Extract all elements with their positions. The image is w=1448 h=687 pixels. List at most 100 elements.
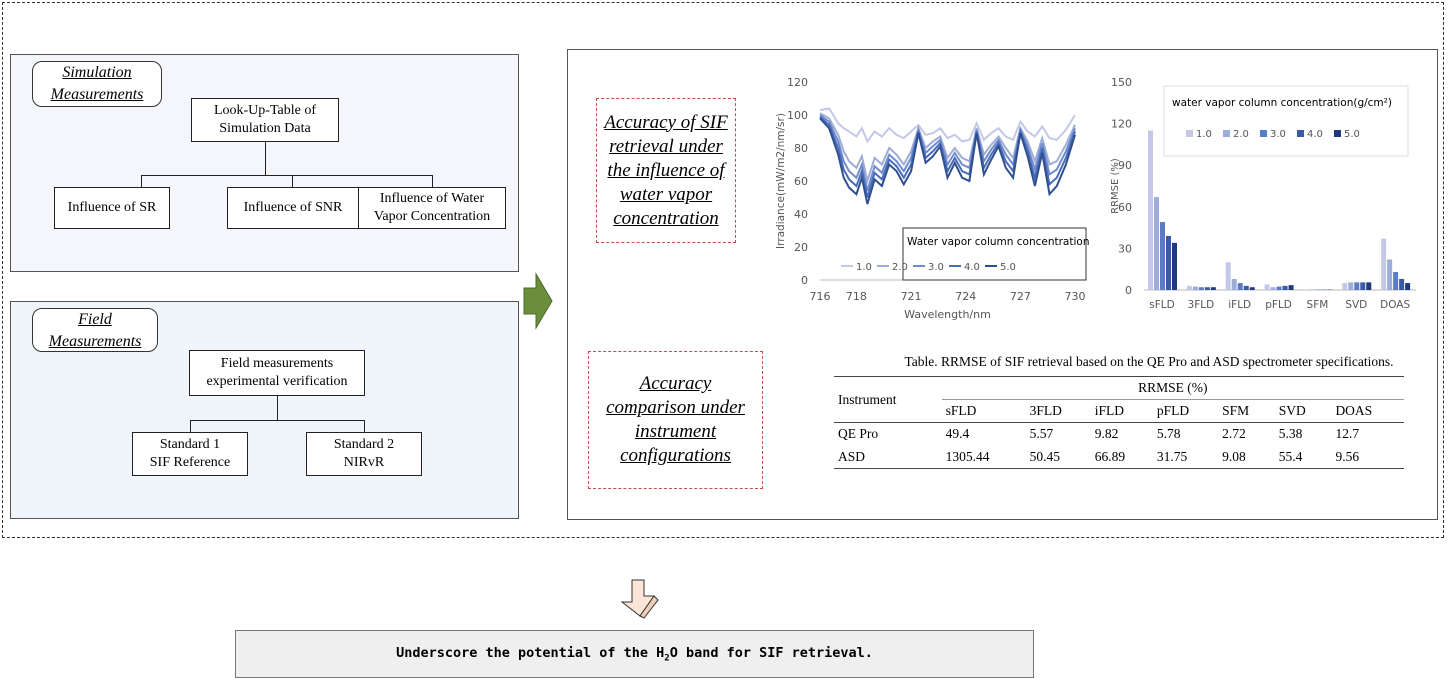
y-tick-label: 100 [787, 109, 808, 122]
legend-box [902, 227, 1087, 281]
legend-swatch [1260, 130, 1267, 137]
y-tick-label: 120 [787, 76, 808, 89]
bar-DOAS-2.0 [1387, 259, 1393, 290]
column-header: SVD [1274, 399, 1332, 423]
table-cell: 9.56 [1331, 445, 1404, 469]
x-tick-label: SVD [1345, 299, 1367, 311]
right-arrow-icon [523, 272, 553, 330]
table-cell: 31.75 [1152, 445, 1219, 469]
influence-snr-box: Influence of SNR [227, 187, 359, 229]
column-header: sFLD [941, 399, 1026, 423]
legend-label: 2.0 [1233, 129, 1249, 140]
table-cell: 9.82 [1094, 426, 1119, 442]
connector [190, 420, 365, 421]
bar-3FLD-3.0 [1198, 287, 1204, 290]
row-label: ASD [834, 445, 942, 469]
label-instrument-accuracy: Accuracy comparison under instrument con… [588, 351, 763, 489]
column-header: SFM [1218, 399, 1275, 423]
y-axis-label: RRMSE (%) [1110, 158, 1121, 214]
connector [364, 420, 365, 432]
legend-label: 1.0 [1196, 129, 1212, 140]
series-line-4.0 [819, 115, 1076, 198]
legend-label: 3.0 [1270, 129, 1286, 140]
x-tick-label: 730 [1065, 290, 1086, 303]
series-line-2.0 [819, 112, 1076, 185]
bar-sFLD-1.0 [1148, 130, 1153, 290]
bar-3FLD-5.0 [1210, 287, 1216, 290]
row-label: QE Pro [838, 426, 879, 442]
group-header: RRMSE (%) [941, 376, 1404, 400]
y-tick-label: 40 [794, 208, 808, 221]
legend-label: 3.0 [928, 262, 944, 273]
y-tick-label: 0 [1125, 284, 1132, 297]
bar-pFLD-2.0 [1270, 287, 1276, 290]
bar-SVD-2.0 [1348, 282, 1354, 290]
legend-title: Water vapor column concentration(g/cm²) [907, 236, 1090, 248]
y-tick-label: 60 [1118, 201, 1132, 214]
legend-swatch [1297, 130, 1304, 137]
bar-sFLD-2.0 [1154, 197, 1159, 290]
bar-3FLD-2.0 [1192, 286, 1198, 290]
y-tick-label: 80 [794, 142, 808, 155]
bar-DOAS-1.0 [1381, 238, 1387, 290]
series-line-1.0 [819, 107, 1076, 144]
simulation-panel: Simulation Measurements Look-Up-Table of… [10, 54, 519, 272]
field-tag: Field Measurements [32, 308, 158, 352]
bar-iFLD-2.0 [1231, 278, 1237, 290]
influence-sr-box: Influence of SR [54, 187, 170, 229]
bar-pFLD-5.0 [1288, 285, 1294, 290]
bar-DOAS-3.0 [1393, 271, 1399, 290]
bar-SVD-5.0 [1366, 282, 1372, 290]
legend-label: 5.0 [1344, 129, 1360, 140]
legend-swatch [1223, 130, 1230, 137]
connector [141, 175, 433, 176]
x-tick-label: 724 [955, 290, 976, 303]
y-tick-label: 0 [801, 274, 808, 287]
connector [277, 396, 278, 420]
bar-sFLD-4.0 [1166, 235, 1171, 290]
bar-iFLD-3.0 [1237, 283, 1243, 290]
bar-3FLD-1.0 [1186, 285, 1192, 290]
y-tick-label: 20 [794, 241, 808, 254]
bar-SVD-4.0 [1360, 282, 1366, 290]
table-cell: 12.7 [1335, 426, 1360, 442]
bar-pFLD-3.0 [1276, 286, 1282, 290]
connector [190, 420, 191, 432]
table-cell: 49.4 [945, 426, 970, 442]
bar-iFLD-1.0 [1225, 262, 1231, 290]
connector [141, 175, 142, 187]
table-cell: 9.08 [1218, 445, 1275, 469]
legend-label: 4.0 [1307, 129, 1323, 140]
bar-DOAS-4.0 [1399, 278, 1405, 290]
y-tick-label: 120 [1111, 118, 1132, 131]
column-header: DOAS [1331, 399, 1404, 423]
bar-DOAS-5.0 [1405, 283, 1411, 290]
connector [292, 175, 293, 187]
table-cell: 1305.44 [941, 445, 1026, 469]
legend-box [1163, 85, 1409, 157]
x-axis-label: Wavelength/nm [904, 308, 991, 321]
y-tick-label: 90 [1118, 159, 1132, 172]
connector [265, 142, 266, 175]
bar-sFLD-5.0 [1172, 242, 1177, 290]
table-cell: 66.89 [1090, 445, 1153, 469]
x-tick-label: 727 [1010, 290, 1031, 303]
x-tick-label: pFLD [1265, 299, 1292, 311]
x-tick-label: SFM [1307, 299, 1329, 311]
legend-label: 2.0 [892, 262, 908, 273]
series-line-5.0 [819, 117, 1076, 205]
legend-title: water vapor column concentration(g/cm²) [1172, 97, 1392, 109]
bar-pFLD-1.0 [1264, 284, 1270, 290]
x-tick-label: iFLD [1228, 299, 1251, 311]
table-cell: 50.45 [1025, 445, 1091, 469]
